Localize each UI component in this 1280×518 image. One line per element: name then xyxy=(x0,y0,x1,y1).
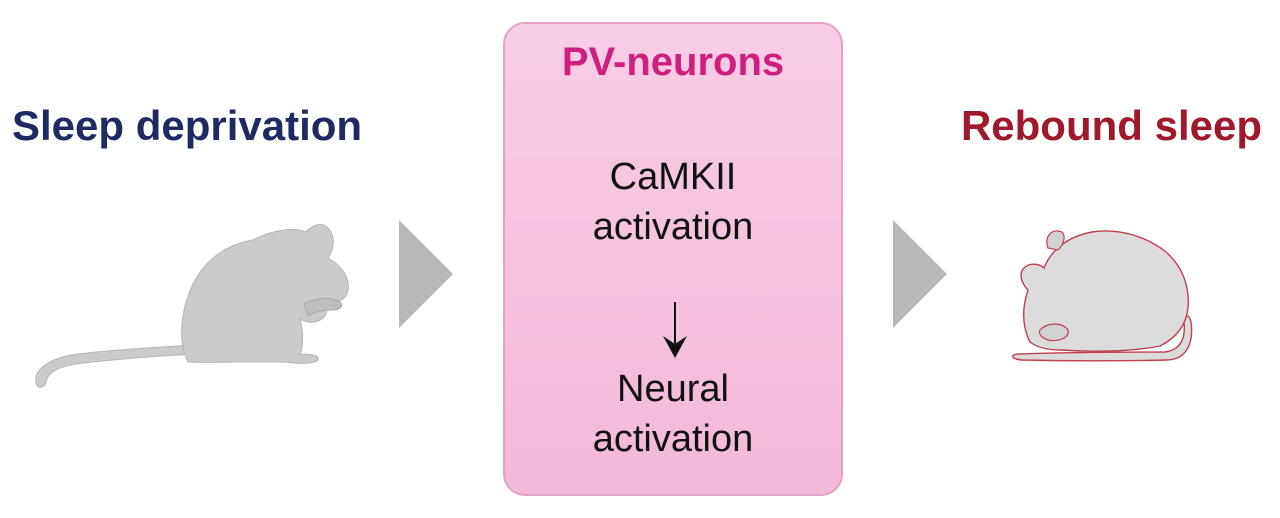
sleep-deprivation-label: Sleep deprivation xyxy=(12,102,363,149)
awake-mouse-icon xyxy=(35,224,349,388)
arrow-down-icon xyxy=(663,302,687,358)
pv-neurons-box: PV-neurons CaMKII activation Neural acti… xyxy=(503,22,843,496)
step1-line1: CaMKII xyxy=(609,156,737,198)
box-title: PV-neurons xyxy=(561,40,785,84)
step2-line2: activation xyxy=(592,418,754,460)
sleeping-mouse-icon xyxy=(1012,230,1193,362)
step-camkii-activation: CaMKII activation xyxy=(505,152,841,252)
step-neural-activation: Neural activation xyxy=(505,364,841,464)
step1-line2: activation xyxy=(592,206,754,248)
triangle-right-icon xyxy=(893,220,947,328)
triangle-right-icon xyxy=(399,220,453,328)
step2-line1: Neural xyxy=(617,368,729,410)
rebound-sleep-label: Rebound sleep xyxy=(960,102,1262,149)
